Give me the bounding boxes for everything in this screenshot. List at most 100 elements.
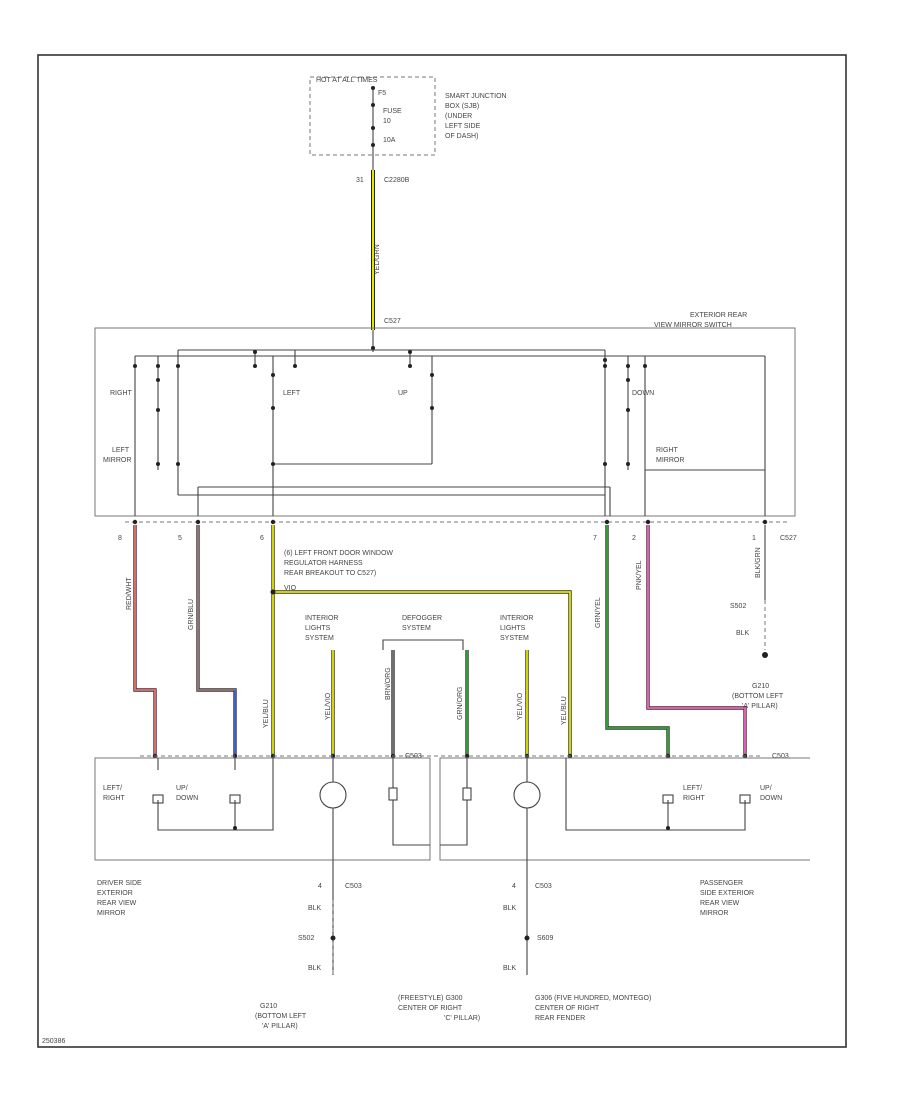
driver-lr-label-2: RIGHT: [103, 795, 126, 802]
document-id: 250386: [42, 1038, 65, 1045]
ground-right-blk-2: BLK: [503, 965, 517, 972]
wire-red: [134, 525, 156, 756]
fuse-number-label: F5: [378, 90, 386, 97]
switch-left-label: LEFT: [283, 390, 301, 397]
fuse-box: HOT AT ALL TIMES F5 FUSE 10 10A SMART JU…: [309, 76, 507, 184]
interior-lights-left-2: LIGHTS: [305, 625, 331, 632]
passenger-lr-label-2: RIGHT: [683, 795, 706, 802]
sjb-connector-label: C2280B: [384, 177, 410, 184]
driver-ud-label-2: DOWN: [176, 795, 198, 802]
wire-yellow-left-label: YEL/BLU: [263, 699, 270, 728]
ground-right-pin: 4: [512, 883, 516, 890]
passenger-ud-label-2: DOWN: [760, 795, 782, 802]
pin-7-label: 7: [593, 535, 597, 542]
wire-pink: [647, 525, 746, 756]
ground-left-blk-2: BLK: [308, 965, 322, 972]
c527-pin-dot: [132, 519, 138, 525]
colored-wires: [132, 519, 768, 759]
ground-left-splice: S502: [298, 935, 314, 942]
passenger-mirror-label-3: REAR VIEW: [700, 900, 740, 907]
c527-pin-dot: [604, 519, 610, 525]
g210-left-label-1: G210: [260, 1003, 277, 1010]
wire-il-left-label: YEL/VIO: [325, 692, 332, 720]
passenger-mirror-label-4: MIRROR: [700, 910, 728, 917]
g210-right-label-2: (BOTTOM LEFT: [732, 693, 784, 700]
driver-mirror-label-2: EXTERIOR: [97, 890, 133, 897]
interior-lights-left-3: SYSTEM: [305, 635, 334, 642]
driver-lr-label-1: LEFT/: [103, 785, 122, 792]
pin-1-label: 1: [752, 535, 756, 542]
wire-pink-label: PNK/YEL: [636, 560, 643, 590]
pin-6-label: 6: [260, 535, 264, 542]
pin-2-label: 2: [632, 535, 636, 542]
c503-pin-dot: [464, 753, 470, 759]
switch-right-label: RIGHT: [110, 390, 133, 397]
switch-up-label: UP: [398, 390, 408, 397]
c527-pin-dot: [762, 519, 768, 525]
g300-label-3: 'C' PILLAR): [444, 1015, 480, 1022]
switch-conn-top-label: C527: [384, 318, 401, 325]
wire-il-right-label: YEL/VIO: [517, 692, 524, 720]
fuse-label-2: 10: [383, 118, 391, 125]
c527-pin-dot: [270, 519, 276, 525]
feed-wire-label: YEL/GRN: [374, 244, 381, 275]
driver-mirror-label-3: REAR VIEW: [97, 900, 137, 907]
wire-blk-right-label: BLK/GRN: [755, 547, 762, 578]
sjb-label-2: BOX (SJB): [445, 103, 479, 110]
g210-right-label-3: 'A' PILLAR): [742, 703, 778, 710]
ground-right-conn: C503: [535, 883, 552, 890]
wire-red-outline: [133, 525, 157, 756]
mirror-connector-label: C503: [772, 753, 789, 760]
driver-ud-label-1: UP/: [176, 785, 188, 792]
driver-mirror-label-4: MIRROR: [97, 910, 125, 917]
defogger-label-2: SYSTEM: [402, 625, 431, 632]
ground-left-conn: C503: [345, 883, 362, 890]
g306-label-2: CENTER OF RIGHT: [535, 1005, 600, 1012]
fuse-label-3: 10A: [383, 137, 396, 144]
sjb-label-3: (UNDER: [445, 113, 472, 120]
interior-lights-left-1: INTERIOR: [305, 615, 338, 622]
splice-dot: [270, 589, 276, 595]
passenger-ud-label-1: UP/: [760, 785, 772, 792]
interior-lights-right-1: INTERIOR: [500, 615, 533, 622]
right-mirror-label-2: MIRROR: [656, 457, 684, 464]
wire-def-left-label: BRN/ORG: [385, 667, 392, 700]
splice-right-label: S502: [730, 603, 746, 610]
c527-pin-dot: [195, 519, 201, 525]
passenger-mirror-label-2: SIDE EXTERIOR: [700, 890, 754, 897]
wire-yellow-right: [273, 591, 571, 756]
driver-mirror: LEFT/ RIGHT UP/ DOWN DRIVER SIDE EXTERIO…: [94, 757, 431, 917]
right-mirror-label-1: RIGHT: [656, 447, 679, 454]
harness-note-4: VIO: [284, 585, 297, 592]
ground-right-blk-1: BLK: [503, 905, 517, 912]
g210-right-label-1: G210: [752, 683, 769, 690]
wire-yel-right-label: YEL/BLU: [561, 696, 568, 725]
harness-note-2: REGULATOR HARNESS: [284, 560, 363, 567]
blk-right-label: BLK: [736, 630, 750, 637]
mirror-switch: EXTERIOR REAR VIEW MIRROR SWITCH C527: [94, 312, 796, 517]
mirror-connector-label-mid: C503: [405, 753, 422, 760]
diagram-frame: [37, 54, 847, 1048]
pin-8-label: 8: [118, 535, 122, 542]
g210-left-label-3: 'A' PILLAR): [262, 1023, 298, 1030]
switch-title-1: EXTERIOR REAR: [690, 312, 747, 319]
sjb-label-5: OF DASH): [445, 133, 478, 140]
hot-at-all-times-label: HOT AT ALL TIMES: [316, 77, 378, 84]
wire-brown-label: GRN/BLU: [188, 599, 195, 630]
c527-pin-dot: [645, 519, 651, 525]
harness-note-1: (6) LEFT FRONT DOOR WINDOW: [284, 550, 393, 557]
wire-green-label: GRN/YEL: [595, 597, 602, 628]
interior-lights-right-3: SYSTEM: [500, 635, 529, 642]
fuse-label-1: FUSE: [383, 108, 402, 115]
sjb-label-1: SMART JUNCTION: [445, 93, 507, 100]
wire-green: [606, 525, 669, 756]
g210-left-label-2: (BOTTOM LEFT: [255, 1013, 307, 1020]
left-mirror-label-2: MIRROR: [103, 457, 131, 464]
connector-c527-label: C527: [780, 535, 797, 542]
passenger-mirror: LEFT/ RIGHT UP/ DOWN PASSENGER SIDE EXTE…: [439, 757, 810, 917]
switch-title-2: VIEW MIRROR SWITCH: [654, 322, 732, 329]
ground-left-blk-1: BLK: [308, 905, 322, 912]
wire-def-right-label: GRN/ORG: [457, 687, 464, 720]
passenger-mirror-label-1: PASSENGER: [700, 880, 743, 887]
